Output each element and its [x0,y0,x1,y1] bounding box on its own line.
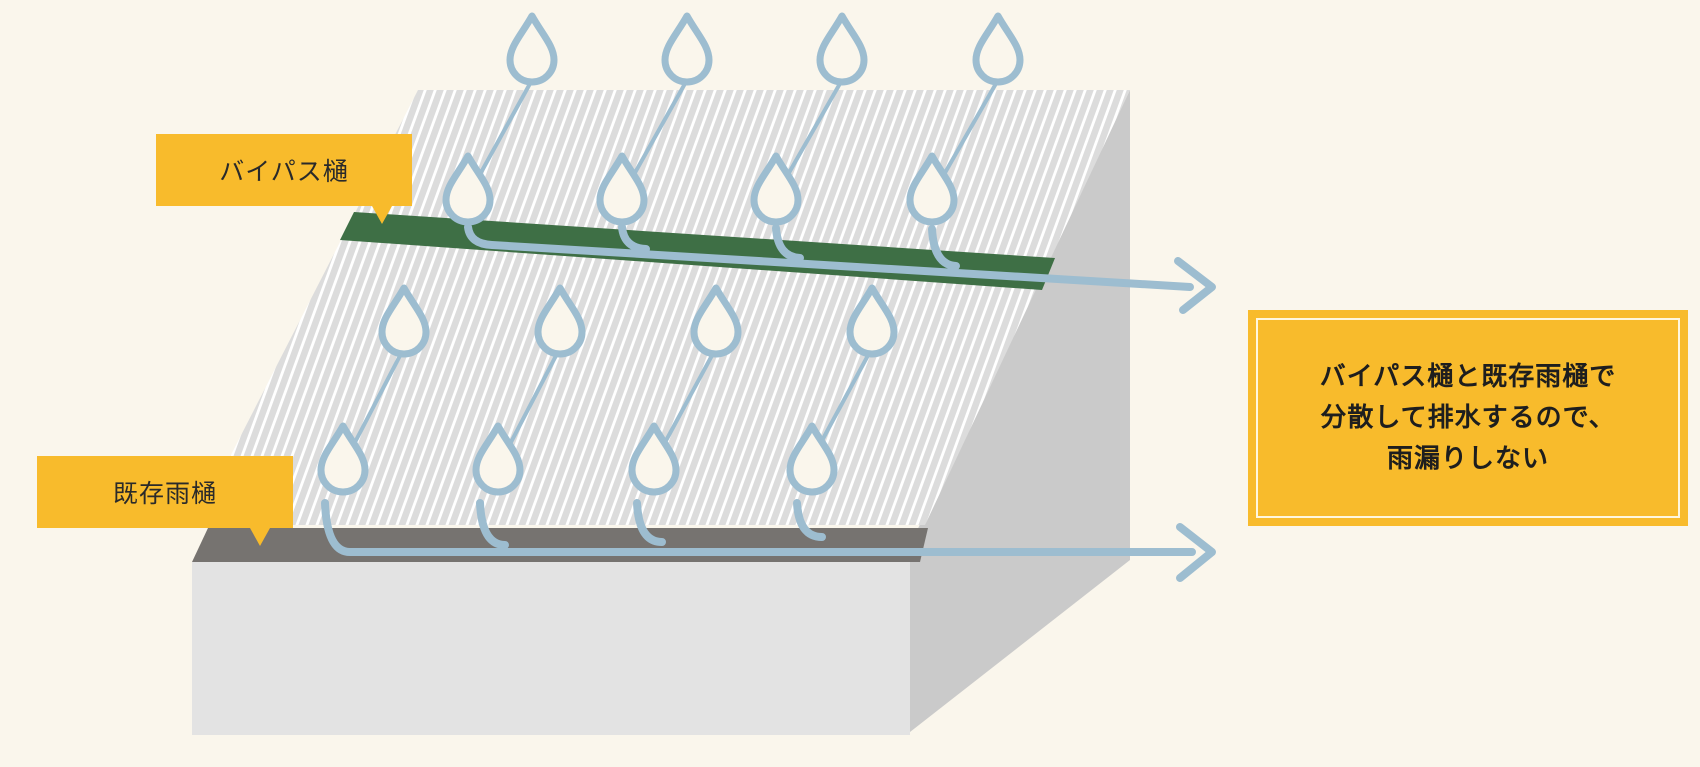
bypass-gutter-label: バイパス樋 [156,134,412,224]
roof-surface [195,90,1130,525]
rain-streaks-upper [476,78,1000,180]
raindrops-top-row [510,16,1020,82]
result-line-3: 雨漏りしない [1386,443,1549,474]
result-line-1: バイパス樋と既存雨樋で [1319,361,1617,392]
result-line-2: 分散して排水するので、 [1320,402,1616,433]
result-callout-inner: バイパス樋と既存雨樋で 分散して排水するので、 雨漏りしない [1256,318,1680,518]
bypass-water-flow [464,223,1216,314]
rain-streaks-lower [350,346,874,450]
existing-gutter-label-text: 既存雨樋 [112,479,217,508]
result-callout-box: バイパス樋と既存雨樋で 分散して排水するので、 雨漏りしない [1248,310,1688,526]
building-side-face [910,90,1130,732]
existing-gutter-label: 既存雨樋 [37,456,293,546]
existing-water-flow [321,499,1216,582]
bypass-gutter-label-text: バイパス樋 [219,157,349,186]
building-front-wall [192,562,910,735]
